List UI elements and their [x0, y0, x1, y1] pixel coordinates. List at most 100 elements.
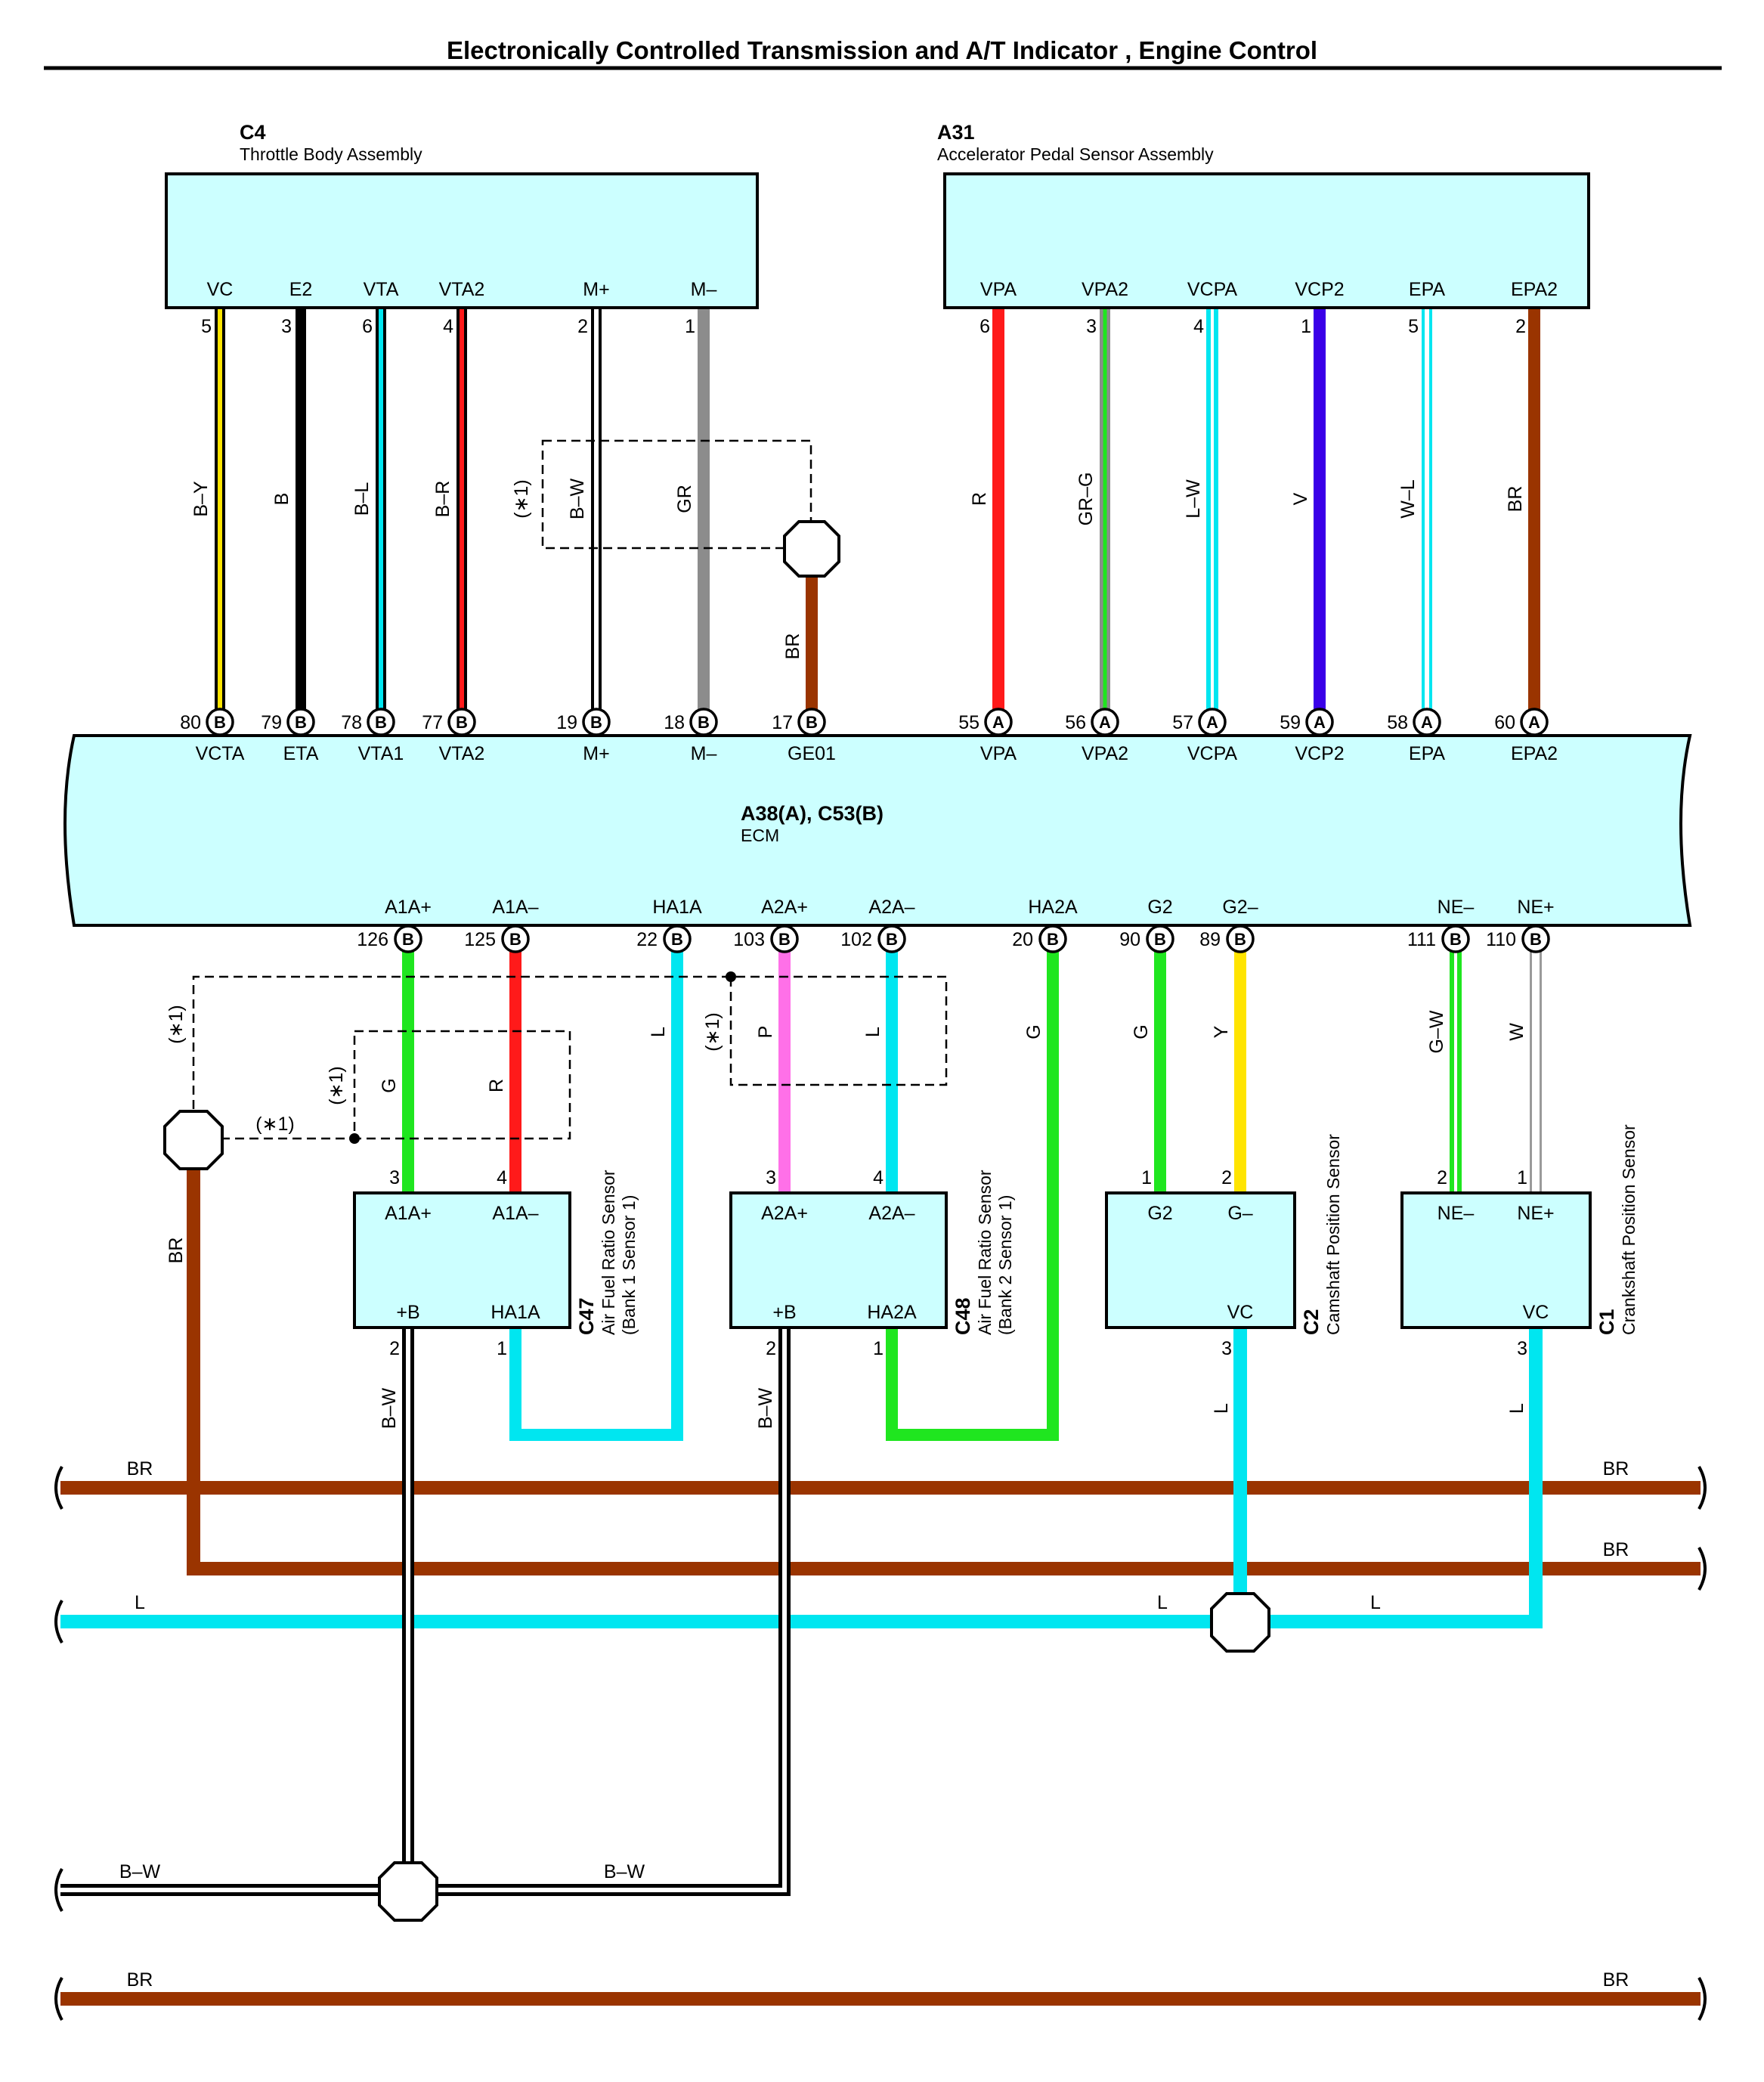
c2-pin: 2	[1221, 1167, 1232, 1188]
c4-term-vta2: VTA2	[439, 279, 485, 300]
splice-shield	[163, 1110, 224, 1170]
a31-pin-epa2: 2	[1515, 316, 1526, 337]
wire-label-shield-drain: BR	[166, 1238, 187, 1264]
ecm-pin-conn: B	[671, 930, 683, 949]
shield-node-af2	[726, 971, 736, 982]
a31-term-vcp2: VCP2	[1295, 279, 1344, 300]
c4-pin-vta: 6	[362, 316, 373, 337]
c1-pin: 2	[1437, 1167, 1447, 1188]
shield-node-af1	[349, 1133, 360, 1144]
ecm-bottom-pins: A1A+ A1A– HA1A A2A+ A2A– HA2A G2 G2– NE–…	[357, 897, 1555, 953]
bus-label: BR	[127, 1969, 153, 1991]
ecm-pin-label: G2	[1147, 897, 1172, 918]
ecm-pin-num: 19	[556, 712, 577, 733]
c4-term-m-plus: M+	[583, 279, 609, 300]
c4-pin-m-plus: 2	[577, 316, 588, 337]
wire-label-vcp2: V	[1290, 492, 1311, 505]
c47-term: A1A–	[492, 1203, 538, 1224]
c2-term: VC	[1227, 1302, 1254, 1323]
ecm-pin-label: EPA	[1409, 743, 1445, 764]
ecm-pin-num: 60	[1494, 712, 1515, 733]
wire-label-a1a-plus: G	[379, 1078, 400, 1092]
c47-term: A1A+	[385, 1203, 432, 1224]
ecm-pin-circle	[770, 925, 799, 953]
ecm-pin-conn: B	[402, 930, 414, 949]
ecm-pin-label: HA2A	[1028, 897, 1078, 918]
c48-name: Air Fuel Ratio Sensor	[975, 1170, 995, 1335]
ecm-pin-conn: B	[1450, 930, 1462, 949]
bus-end-brackets	[54, 1466, 1707, 2021]
a31-term-vpa: VPA	[980, 279, 1017, 300]
ecm-pin-label: A1A+	[385, 897, 432, 918]
wire-label-ge01: BR	[782, 634, 803, 660]
ecm-pin-num: 77	[422, 712, 443, 733]
ecm-pin-circle	[1146, 925, 1174, 953]
bus-label: BR	[1603, 1539, 1629, 1560]
ecm-pin-circle	[582, 708, 611, 736]
c48-pin: 1	[873, 1338, 884, 1359]
c4-term-vc: VC	[207, 279, 234, 300]
a31-pin-vpa2: 3	[1086, 316, 1097, 337]
ecm-pin-conn: B	[456, 713, 468, 732]
ecm-pin-circle	[984, 708, 1013, 736]
ecm-pin-conn: B	[214, 713, 226, 732]
wire-label-vpa2: GR–G	[1075, 472, 1097, 526]
c2-term: G2	[1147, 1203, 1172, 1224]
ecm-pin-circle	[1198, 708, 1227, 736]
wire-label-m-plus: B–W	[567, 479, 588, 520]
ecm-pin-conn: A	[1099, 713, 1111, 732]
bus-label: L	[1157, 1592, 1168, 1613]
crankshaft-position-sensor	[1400, 1191, 1592, 1329]
wire-label-vpa: R	[969, 492, 990, 506]
bus-label: BR	[127, 1458, 153, 1479]
bus-labels: BR BR BR L L L B–W B–W BR BR	[119, 1458, 1629, 1991]
wire-label-af1-pb: B–W	[379, 1388, 400, 1430]
bus-label: L	[1370, 1592, 1381, 1613]
shield-outer-lower	[192, 975, 948, 1123]
shield-note-outer: (∗1)	[166, 1005, 187, 1044]
bracket-l3	[54, 1600, 63, 1644]
ecm-pin-conn: A	[1314, 713, 1326, 732]
c4-pin-vc: 5	[201, 316, 212, 337]
c1-pin: 3	[1517, 1338, 1527, 1359]
wire-label-epa2: BR	[1505, 486, 1526, 513]
ecm-pin-conn: B	[698, 713, 710, 732]
ecm-pin-circle	[1413, 708, 1441, 736]
wire-label-g2-minus: Y	[1211, 1025, 1232, 1038]
c47-id: C47	[575, 1297, 598, 1335]
bus-label: BR	[1603, 1969, 1629, 1991]
bus-l	[60, 1328, 1543, 1628]
wire-label-epa: W–L	[1397, 479, 1419, 519]
lower-wires	[60, 937, 1701, 2006]
c47-name: Air Fuel Ratio Sensor	[599, 1170, 618, 1335]
ecm-pin-num: 22	[636, 929, 658, 950]
shield-box-af1	[353, 1030, 571, 1140]
wire-label-g2: G	[1131, 1024, 1152, 1039]
shield-note-af1: (∗1)	[326, 1066, 347, 1105]
wire-label-a2a-minus: L	[862, 1027, 884, 1037]
ecm-pin-conn: B	[1154, 930, 1166, 949]
ecm-pin-label: NE–	[1438, 897, 1475, 918]
bracket-l4	[54, 1868, 63, 1912]
ecm-pin-num: 90	[1119, 929, 1140, 950]
ecm-pin-conn: B	[778, 930, 791, 949]
air-fuel-ratio-sensor-bank2	[729, 1191, 948, 1329]
c1-name: Crankshaft Position Sensor	[1619, 1124, 1639, 1335]
bus-bw-core	[60, 1328, 410, 1892]
shield-note-af2: (∗1)	[702, 1012, 723, 1052]
ecm-pin-num: 78	[341, 712, 362, 733]
wire-label-ha1a: L	[648, 1027, 669, 1037]
ecm-pin-label: NE+	[1517, 897, 1554, 918]
ecm-pin-num: 125	[464, 929, 496, 950]
ecm-pin-conn: A	[1421, 713, 1433, 732]
ecm-pin-num: 89	[1199, 929, 1221, 950]
splice-l-bus	[1210, 1592, 1270, 1653]
a31-term-epa: EPA	[1409, 279, 1445, 300]
ecm-pin-label: VCP2	[1295, 743, 1344, 764]
a31-term-epa2: EPA2	[1511, 279, 1558, 300]
ecm-pin-circle	[367, 708, 395, 736]
ecm-pin-conn: A	[992, 713, 1004, 732]
a31-term-vpa2: VPA2	[1082, 279, 1128, 300]
ecm-pin-conn: B	[1234, 930, 1246, 949]
c48-pin: 2	[766, 1338, 776, 1359]
